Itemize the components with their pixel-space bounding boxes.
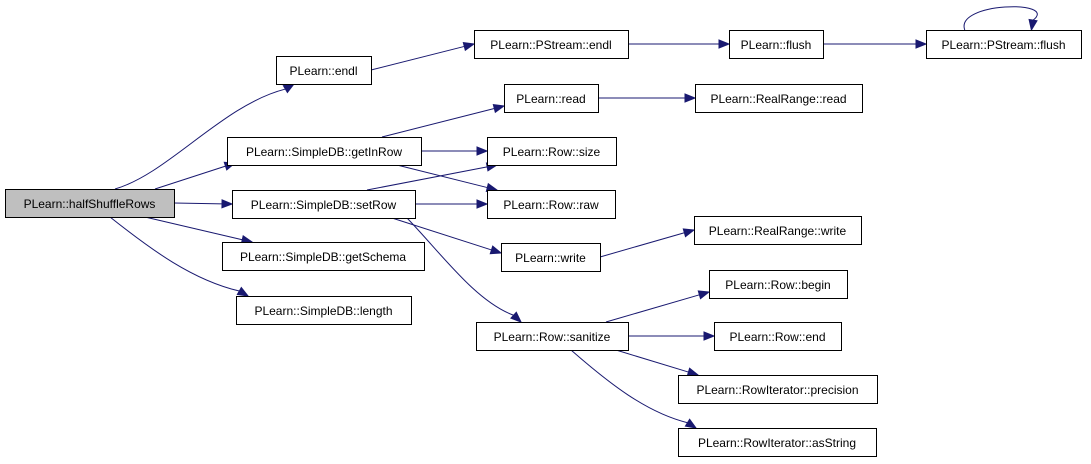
node-write-label: PLearn::write: [515, 251, 586, 265]
node-simpledb-getschema-box: [222, 242, 425, 271]
edge-row-sanitize-to-row-begin: [605, 294, 700, 323]
edge-halfshufflerows-to-simpledb-setrow-arrowhead: [221, 199, 234, 209]
node-rowiterator-asstring-box: [678, 428, 877, 457]
node-realrange-read-label: PLearn::RealRange::read: [710, 92, 846, 106]
edge-halfshufflerows-to-simpledb-getinrow: [154, 165, 226, 190]
node-row-size-box: [487, 137, 617, 166]
node-simpledb-setrow-box: [232, 190, 416, 219]
edge-simpledb-setrow-to-row-sanitize: [406, 217, 514, 316]
edge-row-sanitize-to-rowiterator-precision: [615, 349, 689, 373]
edge-pstream-endl-to-flush-arrowhead: [718, 39, 731, 49]
node-row-end-label: PLearn::Row::end: [729, 330, 825, 344]
node-write[interactable]: PLearn::write: [501, 243, 601, 272]
edge-halfshufflerows-to-endl: [114, 88, 286, 190]
edge-halfshufflerows-to-endl-arrowhead: [282, 83, 296, 94]
node-row-raw[interactable]: PLearn::Row::raw: [487, 190, 616, 219]
node-row-sanitize-label: PLearn::Row::sanitize: [494, 330, 611, 344]
node-simpledb-setrow[interactable]: PLearn::SimpleDB::setRow: [232, 190, 416, 219]
node-rowiterator-precision-label: PLearn::RowIterator::precision: [696, 383, 858, 397]
node-read[interactable]: PLearn::read: [504, 84, 599, 113]
node-layer: PLearn::halfShuffleRowsPLearn::endlPLear…: [5, 30, 1082, 457]
node-endl-box: [276, 56, 372, 85]
edge-simpledb-getinrow-to-row-size-arrowhead: [476, 146, 489, 156]
edge-row-sanitize-to-rowiterator-precision-arrowhead: [686, 367, 700, 377]
node-row-size[interactable]: PLearn::Row::size: [487, 137, 617, 166]
edge-simpledb-setrow-to-row-size: [366, 166, 488, 191]
node-pstream-flush-box: [926, 30, 1082, 59]
node-simpledb-getinrow-box: [227, 137, 422, 166]
node-rowiterator-asstring[interactable]: PLearn::RowIterator::asString: [678, 428, 877, 457]
node-flush-box: [729, 30, 824, 59]
edge-row-sanitize-to-row-begin-arrowhead: [697, 290, 711, 300]
edge-flush-to-pstream-flush-arrowhead: [915, 39, 928, 49]
edge-halfshufflerows-to-simpledb-setrow: [173, 202, 223, 205]
node-pstream-endl-label: PLearn::PStream::endl: [490, 38, 611, 52]
node-simpledb-length[interactable]: PLearn::SimpleDB::length: [236, 296, 412, 325]
edge-simpledb-setrow-to-write: [391, 217, 492, 251]
node-write-box: [501, 243, 601, 272]
node-row-sanitize[interactable]: PLearn::Row::sanitize: [476, 322, 629, 351]
edge-row-sanitize-to-rowiterator-asstring: [570, 349, 688, 424]
node-row-raw-box: [487, 190, 616, 219]
edge-layer: [109, 6, 1038, 429]
edge-pstream-flush-to-pstream-flush: [963, 6, 1038, 31]
node-row-size-label: PLearn::Row::size: [503, 145, 601, 159]
node-endl-label: PLearn::endl: [289, 64, 357, 78]
edge-halfshufflerows-to-simpledb-getschema: [144, 216, 243, 241]
node-simpledb-length-box: [236, 296, 412, 325]
node-row-sanitize-box: [476, 322, 629, 351]
node-rowiterator-asstring-label: PLearn::RowIterator::asString: [698, 436, 856, 450]
edge-simpledb-setrow-to-row-raw-arrowhead: [476, 199, 489, 209]
edge-halfshufflerows-to-simpledb-length-arrowhead: [236, 286, 250, 297]
edge-row-sanitize-to-rowiterator-asstring-arrowhead: [684, 418, 698, 429]
node-halfshufflerows-box: [5, 189, 175, 218]
node-read-box: [504, 84, 599, 113]
node-simpledb-length-label: PLearn::SimpleDB::length: [254, 304, 392, 318]
edge-endl-to-pstream-endl-arrowhead: [462, 41, 476, 52]
node-row-begin[interactable]: PLearn::Row::begin: [709, 270, 848, 299]
node-pstream-flush[interactable]: PLearn::PStream::flush: [926, 30, 1082, 59]
node-realrange-write-label: PLearn::RealRange::write: [709, 224, 847, 238]
edge-simpledb-setrow-to-write-arrowhead: [489, 245, 503, 255]
node-read-label: PLearn::read: [516, 92, 585, 106]
node-flush-label: PLearn::flush: [741, 38, 812, 52]
node-flush[interactable]: PLearn::flush: [729, 30, 824, 59]
node-row-end[interactable]: PLearn::Row::end: [714, 322, 842, 351]
node-simpledb-setrow-label: PLearn::SimpleDB::setRow: [251, 198, 397, 212]
edge-simpledb-getinrow-to-read-arrowhead: [492, 103, 506, 114]
edge-simpledb-getinrow-to-read: [381, 107, 495, 138]
edge-simpledb-setrow-to-row-sanitize-arrowhead: [510, 311, 522, 323]
node-halfshufflerows[interactable]: PLearn::halfShuffleRows: [5, 189, 175, 218]
node-pstream-flush-label: PLearn::PStream::flush: [941, 38, 1065, 52]
node-realrange-write-box: [694, 216, 862, 245]
edge-pstream-flush-to-pstream-flush-arrowhead: [1028, 18, 1038, 32]
node-rowiterator-precision[interactable]: PLearn::RowIterator::precision: [678, 375, 878, 404]
edge-simpledb-getinrow-to-row-raw: [396, 164, 488, 189]
node-realrange-write[interactable]: PLearn::RealRange::write: [694, 216, 862, 245]
edge-write-to-realrange-write: [599, 232, 685, 258]
edge-endl-to-pstream-endl: [370, 45, 465, 71]
node-realrange-read[interactable]: PLearn::RealRange::read: [695, 84, 863, 113]
node-rowiterator-precision-box: [678, 375, 878, 404]
node-row-begin-box: [709, 270, 848, 299]
node-simpledb-getschema-label: PLearn::SimpleDB::getSchema: [240, 250, 406, 264]
node-realrange-read-box: [695, 84, 863, 113]
node-row-begin-label: PLearn::Row::begin: [725, 278, 830, 292]
node-simpledb-getinrow[interactable]: PLearn::SimpleDB::getInRow: [227, 137, 422, 166]
edge-row-sanitize-to-row-end-arrowhead: [703, 331, 716, 341]
node-halfshufflerows-label: PLearn::halfShuffleRows: [24, 197, 156, 211]
node-simpledb-getinrow-label: PLearn::SimpleDB::getInRow: [246, 145, 402, 159]
node-simpledb-getschema[interactable]: PLearn::SimpleDB::getSchema: [222, 242, 425, 271]
node-pstream-endl-box: [474, 30, 629, 59]
edge-halfshufflerows-to-simpledb-length: [109, 216, 240, 292]
node-row-end-box: [714, 322, 842, 351]
node-pstream-endl[interactable]: PLearn::PStream::endl: [474, 30, 629, 59]
node-row-raw-label: PLearn::Row::raw: [503, 198, 599, 212]
node-endl[interactable]: PLearn::endl: [276, 56, 372, 85]
edge-read-to-realrange-read-arrowhead: [684, 93, 697, 103]
edge-write-to-realrange-write-arrowhead: [682, 228, 696, 238]
